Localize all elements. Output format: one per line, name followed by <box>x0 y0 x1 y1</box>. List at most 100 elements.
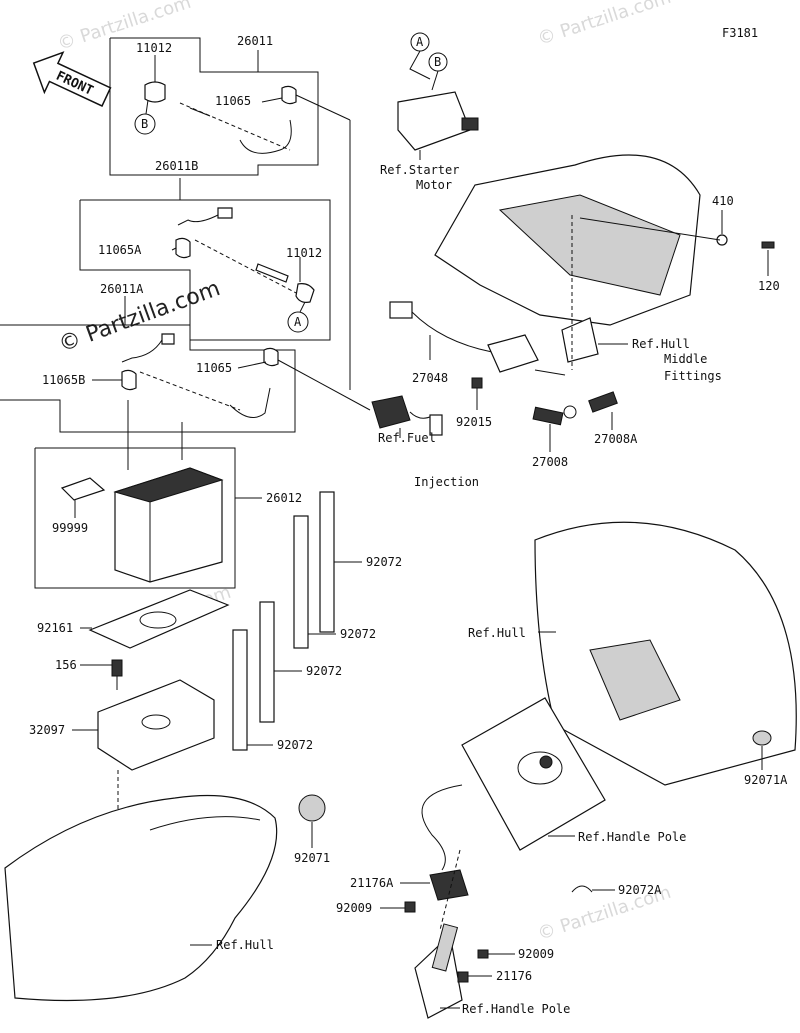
key-27008a <box>588 391 618 413</box>
label-27008: 27008 <box>532 455 568 469</box>
leader-11065-mid <box>237 361 267 369</box>
leader-b-starter <box>431 70 439 91</box>
label-92072-2: 92072 <box>340 627 376 641</box>
bracket-26011a <box>0 324 296 433</box>
watermark-1: © Partzilla.com <box>55 0 194 55</box>
line-ecu-hull <box>534 369 566 376</box>
wire-26011a <box>121 339 163 363</box>
plate-hole <box>517 751 563 785</box>
cap-11065-mid <box>263 347 279 367</box>
strap-4 <box>232 629 248 751</box>
label-410: 410 <box>712 194 734 208</box>
hull-middle <box>434 154 775 370</box>
pole-shaft <box>431 923 459 972</box>
hull-detail <box>149 816 261 831</box>
label-92009-2: 92009 <box>518 947 554 961</box>
leader-11065-top <box>261 97 283 103</box>
screw-92009-2 <box>477 949 489 959</box>
clip-92072a <box>571 885 593 893</box>
hull-bottom-left <box>4 794 326 1002</box>
grommet-92071 <box>298 794 326 822</box>
line-410-hull <box>579 217 721 241</box>
strap-1 <box>319 491 335 633</box>
terminal-26011b <box>255 263 289 283</box>
circle-b-top-text: B <box>141 117 148 131</box>
label-92072a: 92072A <box>618 883 662 897</box>
wire-to-fuel <box>295 94 351 121</box>
connector-27048 <box>389 301 413 319</box>
circle-b-starter-text: B <box>434 55 441 69</box>
cable-dashed-top <box>179 102 291 151</box>
label-120: 120 <box>758 279 780 293</box>
hull-shape <box>4 794 278 1002</box>
label-ref-hull-right: Ref.Hull <box>468 626 526 640</box>
label-ref-starter-2: Motor <box>416 178 452 192</box>
starter-gear <box>461 117 479 131</box>
grommet-92071a <box>752 730 772 746</box>
label-ref-starter-1: Ref.Starter <box>380 163 459 177</box>
cap-11012-mid <box>295 283 315 303</box>
label-26011a: 26011A <box>100 282 144 296</box>
label-26011: 26011 <box>237 34 273 48</box>
label-27008a: 27008A <box>594 432 638 446</box>
label-92009-1: 92009 <box>336 901 372 915</box>
relay-body <box>371 395 411 429</box>
box-32097 <box>97 679 215 771</box>
watermark-2: © Partzilla.com <box>535 0 674 50</box>
screw-92009-1 <box>404 901 416 913</box>
sensor-wire <box>421 784 463 871</box>
strap-3 <box>259 601 275 723</box>
label-32097: 32097 <box>29 723 65 737</box>
label-92072-3: 92072 <box>306 664 342 678</box>
hull-right <box>534 521 797 786</box>
bolt-156 <box>111 659 123 677</box>
front-arrow-shape <box>32 51 112 107</box>
label-11012-mid: 11012 <box>286 246 322 260</box>
label-26011b: 26011B <box>155 159 198 173</box>
label-92015: 92015 <box>456 415 492 429</box>
label-99999: 99999 <box>52 521 88 535</box>
label-11065-top: 11065 <box>215 94 251 108</box>
label-92071: 92071 <box>294 851 330 865</box>
ecu-27048 <box>389 301 566 410</box>
key-ring-27008 <box>563 405 577 419</box>
label-11012-top: 11012 <box>136 41 172 55</box>
part-labels: 26011 11012 11065 B 26011B 11065A 11012 … <box>29 34 788 1016</box>
bracket-26012 <box>34 447 236 589</box>
battery-tray <box>72 589 230 960</box>
cap-11065b <box>121 369 137 391</box>
label-26012: 26012 <box>266 491 302 505</box>
cable-wire-low <box>229 387 271 418</box>
wire-to-fuel-low <box>277 359 371 411</box>
cable-26011a <box>0 296 371 433</box>
label-ref-hull-mid-3: Fittings <box>664 369 722 383</box>
label-ref-fuel-1: Ref.Fuel <box>378 431 436 445</box>
ecu-box <box>487 334 539 373</box>
hull-middle-inner <box>498 194 681 296</box>
front-arrow: FRONT <box>32 51 112 107</box>
circle-a-top-text: A <box>416 35 424 49</box>
circle-a-mid-text: A <box>294 315 302 329</box>
plate-hub <box>539 755 553 769</box>
part-21176a <box>429 869 469 901</box>
plate-outer <box>461 697 606 851</box>
fuel-relay <box>371 395 443 438</box>
part-21176 <box>457 971 469 983</box>
cable-26011 <box>109 37 351 390</box>
handle-pole-plate <box>380 697 615 1019</box>
hull-right-inner <box>589 639 681 721</box>
leader-a-starter <box>409 50 431 80</box>
label-11065a: 11065A <box>98 243 142 257</box>
cable-wire-top <box>189 107 292 154</box>
cap-11065a <box>175 237 191 259</box>
relay-connector <box>429 414 443 436</box>
keys <box>532 391 618 452</box>
tray-92161 <box>88 589 230 649</box>
label-ref-hull-mid-1: Ref.Hull <box>632 337 690 351</box>
label-21176a: 21176A <box>350 876 394 890</box>
strap-2 <box>293 515 309 649</box>
box-hole <box>141 714 171 730</box>
part-92015 <box>471 377 483 389</box>
label-ref-hull-mid-2: Middle <box>664 352 707 366</box>
